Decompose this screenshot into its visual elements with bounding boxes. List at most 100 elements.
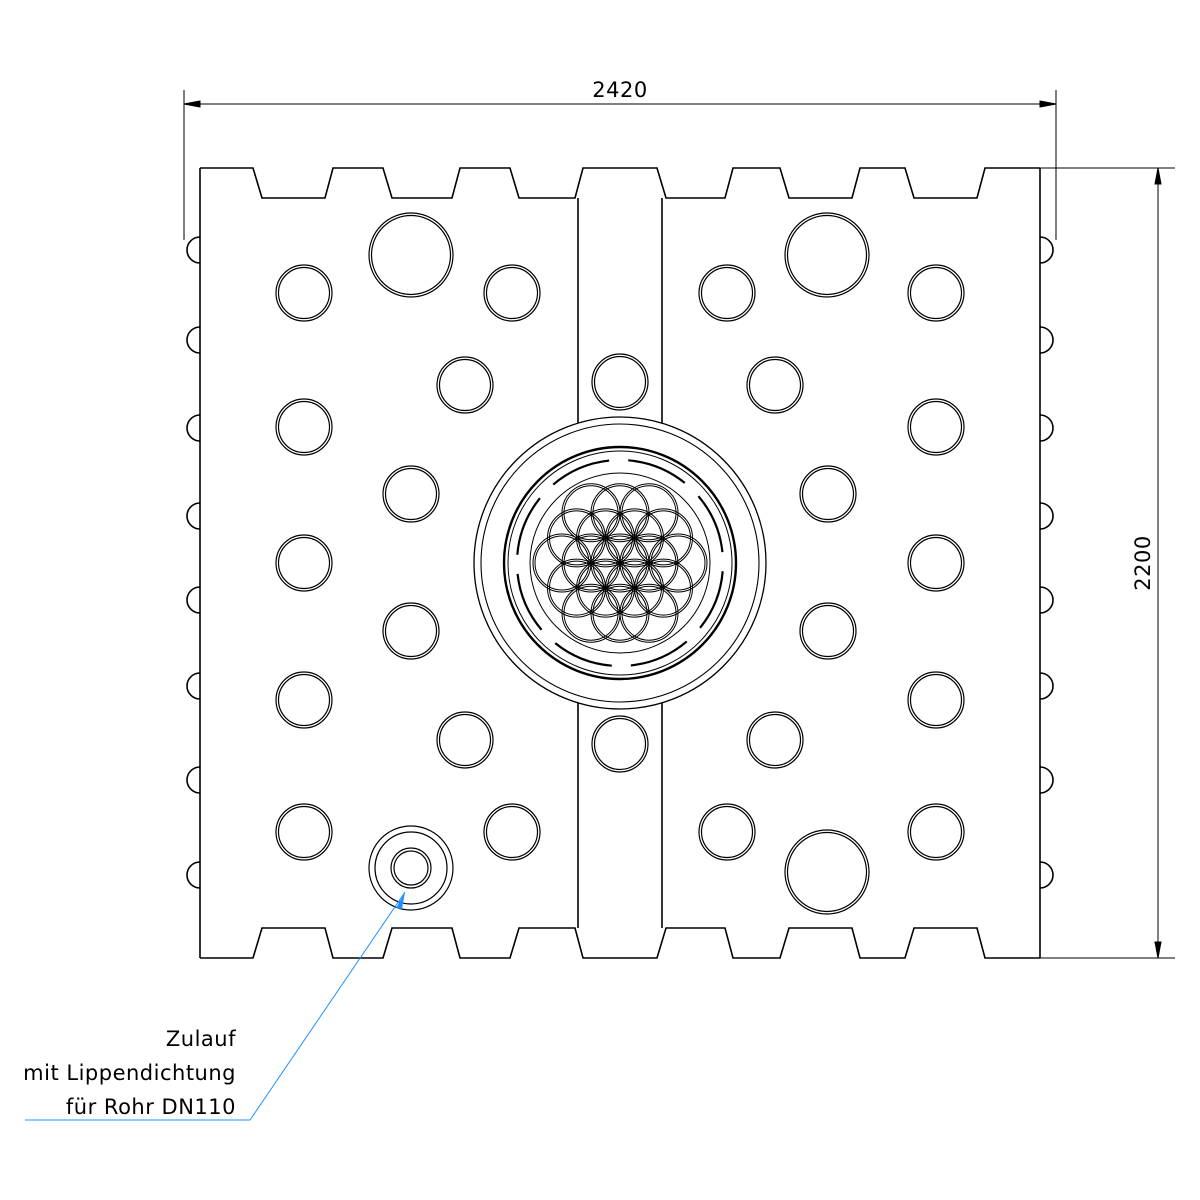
dome-opening-inner <box>909 673 963 727</box>
dome-opening-inner <box>748 358 802 412</box>
dome-opening-inner <box>485 266 539 320</box>
dimension-arrow-icon <box>183 100 201 108</box>
side-bump <box>186 326 201 354</box>
large-opening <box>784 212 870 298</box>
dome-opening <box>746 356 804 414</box>
flower-circle-inner <box>549 560 604 616</box>
flower-circle-inner <box>607 560 662 616</box>
flower-circle-inner <box>592 535 648 591</box>
lid-rim-inner <box>507 450 733 676</box>
dome-opening-inner <box>748 713 802 767</box>
flower-circle-inner <box>534 535 590 591</box>
side-bump <box>186 236 201 264</box>
inlet-pipe-inner <box>393 850 429 886</box>
tank-openings <box>275 212 965 915</box>
dome-opening <box>275 264 333 322</box>
dome-opening <box>799 465 857 523</box>
dome-opening-inner <box>909 266 963 320</box>
lid-ring <box>480 423 760 703</box>
side-bump <box>1039 586 1054 614</box>
flower-circle-inner <box>563 485 619 541</box>
side-bump <box>1039 326 1054 354</box>
side-bump <box>186 766 201 794</box>
dome-opening <box>907 264 965 322</box>
dome-opening <box>275 534 333 592</box>
dome-opening-inner <box>909 536 963 590</box>
side-bump <box>1039 861 1054 889</box>
large-opening-inner <box>786 214 868 296</box>
flower-of-life-pattern <box>532 483 708 643</box>
flower-circle-inner <box>578 510 633 566</box>
dome-opening <box>591 353 649 411</box>
dome-opening <box>907 398 965 456</box>
dome-opening <box>907 803 965 861</box>
flower-circle-inner <box>563 585 619 641</box>
dome-opening-inner <box>801 604 855 658</box>
bottom-edge <box>200 927 1040 959</box>
dome-opening <box>436 356 494 414</box>
lid-rim <box>502 445 738 681</box>
dome-opening-inner <box>438 713 492 767</box>
height-dimension-label: 2200 <box>1131 535 1155 590</box>
inlet-outer <box>368 825 454 911</box>
annotation-line-2: mit Lippendichtung <box>23 1061 236 1085</box>
dome-opening-inner <box>485 805 539 859</box>
large-opening-inner <box>786 831 868 913</box>
lid-slot <box>516 497 541 555</box>
dome-opening <box>698 803 756 861</box>
dome-opening-inner <box>277 400 331 454</box>
inlet-pipe <box>390 847 432 889</box>
width-dimension-label: 2420 <box>592 78 647 102</box>
side-bump <box>186 502 201 530</box>
dome-opening-inner <box>700 266 754 320</box>
dimension-lines <box>183 90 1175 959</box>
dome-opening-inner <box>277 536 331 590</box>
dome-opening-inner <box>277 673 331 727</box>
flower-circle-inner <box>563 535 619 591</box>
dome-opening <box>382 465 440 523</box>
large-opening <box>784 829 870 915</box>
flower-circle-inner <box>592 485 648 541</box>
flower-circle-inner <box>592 585 648 641</box>
lid-slot <box>554 642 612 667</box>
dome-opening <box>746 711 804 769</box>
flower-circle-inner <box>621 585 677 641</box>
dome-opening-inner <box>801 467 855 521</box>
flower-circle-inner <box>621 535 677 591</box>
flower-circle-inner <box>636 510 691 566</box>
lid-slot <box>552 459 610 486</box>
dome-opening-inner <box>909 805 963 859</box>
dimension-arrow-icon <box>1154 167 1162 185</box>
dome-opening-inner <box>384 467 438 521</box>
dome-opening <box>382 602 440 660</box>
inlet-leader-line <box>25 891 406 1121</box>
dome-opening-inner <box>384 604 438 658</box>
side-bump <box>186 586 201 614</box>
flower-circle-inner <box>578 560 633 616</box>
side-bump <box>1039 414 1054 442</box>
lid-slot <box>516 573 543 631</box>
dimension-arrow-icon <box>1039 100 1057 108</box>
dome-opening <box>275 803 333 861</box>
dome-opening <box>698 264 756 322</box>
dimension-arrow-icon <box>1154 941 1162 959</box>
dome-opening-inner <box>909 400 963 454</box>
dome-opening <box>907 534 965 592</box>
lid-slot <box>699 571 724 629</box>
dome-opening <box>591 715 649 773</box>
inlet-ring <box>374 831 448 905</box>
dome-opening-inner <box>277 805 331 859</box>
lid-slot <box>628 459 686 484</box>
dome-opening-inner <box>700 805 754 859</box>
side-bump <box>1039 236 1054 264</box>
flower-circle-inner <box>636 560 691 616</box>
flower-border <box>529 472 711 654</box>
dome-opening <box>907 671 965 729</box>
dome-opening <box>799 602 857 660</box>
leader-arrow-icon <box>396 892 405 909</box>
dome-opening <box>483 264 541 322</box>
dome-opening-inner <box>277 266 331 320</box>
dome-opening-inner <box>593 717 647 771</box>
